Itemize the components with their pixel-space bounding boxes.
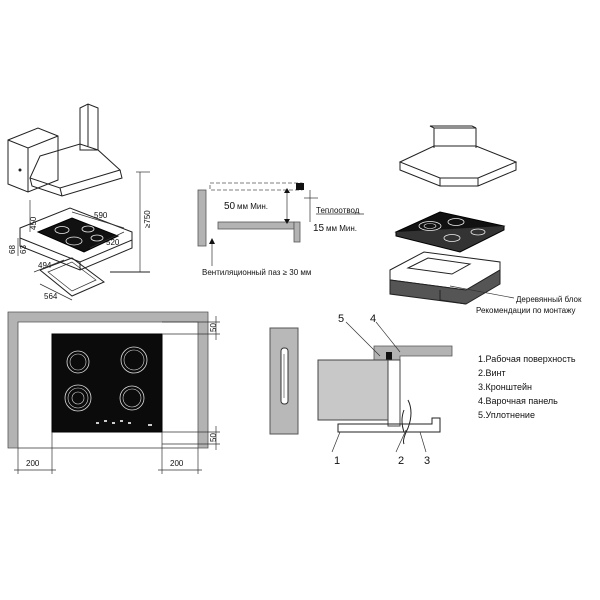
legend-item-1: 1.Рабочая поверхность <box>478 354 576 364</box>
gap-50-unit: мм Мин. <box>237 202 268 211</box>
dim-right-200: 200 <box>170 459 184 468</box>
dim-bottom-50: 50 <box>209 433 218 442</box>
dim-left-200: 200 <box>26 459 40 468</box>
gap-15: 15 <box>313 223 325 234</box>
ventilation-drawing: 50 мм Мин. 15 мм Мин. Теплоотвод Вентиля… <box>197 182 364 277</box>
side-profile-drawing <box>269 327 299 435</box>
callout-3: 3 <box>424 455 430 467</box>
legend-item-4: 4.Варочная панель <box>478 396 558 406</box>
legend: 1.Рабочая поверхность 2.Винт 3.Кронштейн… <box>478 354 576 420</box>
dim-494: 494 <box>38 261 52 270</box>
dim-520: 520 <box>106 238 120 247</box>
legend-item-2: 2.Винт <box>478 368 506 378</box>
dim-590: 590 <box>94 211 108 220</box>
hood-install-drawing: ≥750 590 520 450 68 63 494 564 <box>7 103 152 301</box>
callout-2: 2 <box>398 455 404 467</box>
wood-block-line2: Рекомендации по монтажу <box>476 306 576 315</box>
dim-564: 564 <box>44 292 58 301</box>
callout-4: 4 <box>370 313 376 325</box>
dim-450: 450 <box>29 216 38 230</box>
heat-sink-label: Теплоотвод <box>316 206 360 215</box>
callout-1: 1 <box>334 455 340 467</box>
callout-5: 5 <box>338 313 344 325</box>
gap-50: 50 <box>224 201 236 212</box>
legend-item-3: 3.Кронштейн <box>478 382 532 392</box>
dim-750: ≥750 <box>143 210 152 228</box>
wood-block-line1: Деревянный блок <box>516 295 582 304</box>
dim-top-50: 50 <box>209 323 218 332</box>
legend-item-5: 5.Уплотнение <box>478 410 535 420</box>
vent-slot-label: Вентиляционный паз ≥ 30 мм <box>202 268 311 277</box>
section-drawing: 5 4 1 2 3 <box>317 313 453 467</box>
wood-block-drawing: Деревянный блок Рекомендации по монтажу <box>389 125 582 315</box>
gap-15-unit: мм Мин. <box>326 224 357 233</box>
dim-68: 68 <box>8 245 17 254</box>
dim-63: 63 <box>19 245 28 254</box>
countertop-drawing: 50 50 200 200 <box>7 311 220 474</box>
